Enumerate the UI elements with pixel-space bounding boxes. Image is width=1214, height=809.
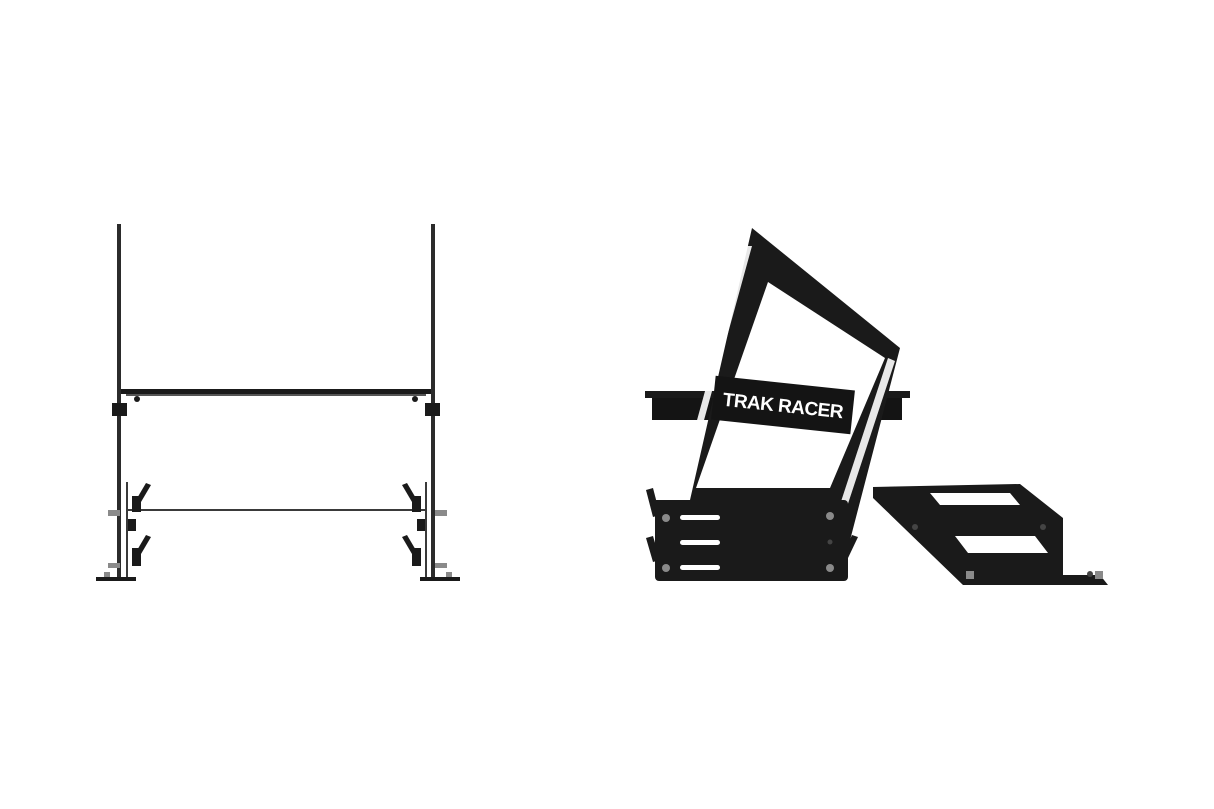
left-inner-post [126, 482, 128, 579]
left-clamp-lower [108, 535, 151, 568]
top-plate-underside [126, 394, 426, 396]
plate-bolt-left [134, 396, 140, 402]
left-plate-bracket [112, 403, 127, 416]
left-post [117, 224, 121, 579]
right-foot [420, 577, 460, 581]
left-clamp-upper [108, 483, 151, 531]
floor-plate [873, 484, 1108, 585]
plate-bolt-right [412, 396, 418, 402]
cross-bar [128, 509, 425, 511]
left-foot [96, 577, 136, 581]
right-clamp-upper [402, 483, 447, 531]
right-post [431, 224, 435, 579]
right-clamp-lower [402, 535, 447, 568]
right-plate-bracket [425, 403, 440, 416]
stand-side-view: TRAK RACER [645, 228, 1108, 585]
side-base-block [646, 488, 858, 581]
stand-front-view [96, 224, 460, 581]
brand-band: TRAK RACER [711, 375, 855, 435]
right-inner-post [425, 482, 427, 579]
top-plate [121, 389, 431, 394]
